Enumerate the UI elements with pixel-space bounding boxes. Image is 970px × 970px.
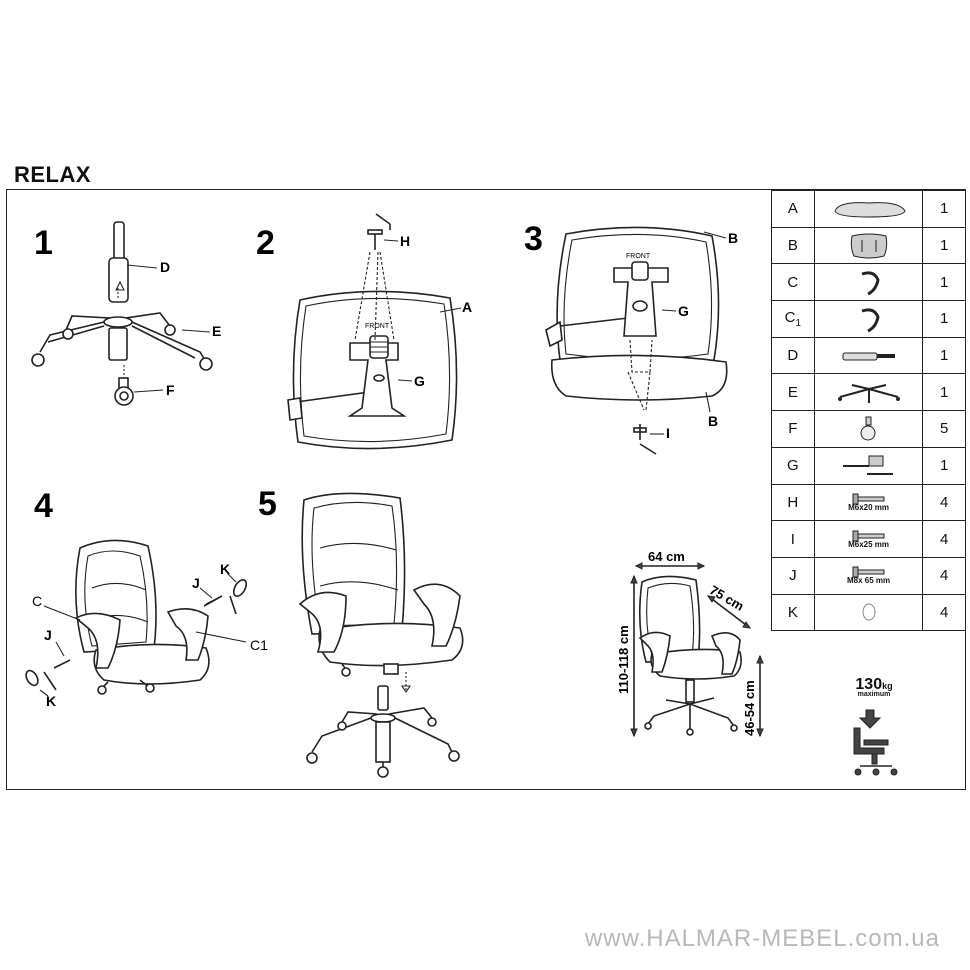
callout-d: D bbox=[160, 259, 170, 275]
part-quantity: 5 bbox=[922, 410, 966, 448]
dim-seat-height: 46-54 cm bbox=[742, 680, 757, 736]
callout-a: A bbox=[462, 299, 472, 315]
step-number-2: 2 bbox=[256, 224, 275, 262]
part-letter: H bbox=[771, 483, 815, 522]
callout-j-left: J bbox=[44, 627, 52, 643]
step-number-4: 4 bbox=[34, 487, 53, 525]
callout-f: F bbox=[166, 382, 175, 398]
caster-icon bbox=[813, 410, 924, 448]
part-spec: M8x 65 mm bbox=[846, 576, 891, 586]
step2-illustration: FRONT H A G bbox=[287, 213, 472, 450]
instruction-frame bbox=[6, 189, 966, 790]
dimensions-illustration: 64 cm 75 cm 110-118 cm 46-54 cm bbox=[616, 549, 764, 738]
cap-icon bbox=[813, 593, 924, 632]
part-quantity: 4 bbox=[922, 483, 966, 522]
backrest-icon bbox=[813, 226, 924, 265]
step-number-3: 3 bbox=[524, 220, 543, 258]
callout-k-right: K bbox=[220, 561, 230, 577]
callout-i: I bbox=[666, 425, 670, 441]
step5-illustration bbox=[298, 492, 464, 778]
step4-illustration: C J K J K C1 bbox=[25, 539, 268, 709]
bolt-icon: M6x25 mm bbox=[813, 520, 924, 558]
part-letter: J bbox=[771, 556, 815, 595]
part-quantity: 4 bbox=[922, 593, 966, 632]
armrest-icon bbox=[813, 263, 924, 302]
part-quantity: 1 bbox=[922, 300, 966, 338]
part-row-j: J M8x 65 mm 4 bbox=[771, 556, 966, 595]
dim-width: 64 cm bbox=[648, 549, 685, 564]
part-quantity: 4 bbox=[922, 520, 966, 558]
dim-height: 110-118 cm bbox=[616, 625, 631, 694]
part-row-c1: C1 1 bbox=[771, 300, 966, 338]
part-letter: C bbox=[771, 263, 815, 302]
callout-b: B bbox=[728, 230, 738, 246]
callout-j-right: J bbox=[192, 575, 200, 591]
armrest-icon bbox=[813, 300, 924, 338]
callout-e: E bbox=[212, 323, 221, 339]
callout-c1: C1 bbox=[250, 637, 268, 653]
part-letter: B bbox=[771, 226, 815, 265]
callout-g3: G bbox=[678, 303, 689, 319]
part-spec: M6x20 mm bbox=[848, 502, 889, 512]
callout-g: G bbox=[414, 373, 425, 389]
part-row-h: H M6x20 mm 4 bbox=[771, 483, 966, 522]
dim-depth: 75 cm bbox=[707, 582, 746, 613]
step1-illustration: D E F bbox=[31, 221, 221, 406]
callout-b2: B bbox=[708, 413, 718, 429]
step-number-1: 1 bbox=[34, 224, 53, 262]
step3-illustration: FRONT B G B I bbox=[545, 226, 738, 455]
step-number-5: 5 bbox=[258, 485, 277, 523]
callout-h: H bbox=[400, 233, 410, 249]
weight-capacity-icon bbox=[853, 709, 898, 776]
weight-value: 130 bbox=[855, 676, 883, 693]
gas-lift-icon bbox=[813, 336, 924, 375]
part-spec: M6x25 mm bbox=[848, 539, 889, 549]
seat-icon bbox=[813, 190, 924, 228]
product-title: RELAX bbox=[14, 162, 92, 187]
front-label-2: FRONT bbox=[365, 323, 390, 330]
part-quantity: 1 bbox=[922, 373, 966, 412]
part-letter: K bbox=[771, 593, 815, 632]
weight-capacity: 130kg maximum bbox=[842, 676, 906, 698]
front-label-3: FRONT bbox=[626, 253, 651, 260]
star-base-icon bbox=[813, 373, 924, 412]
part-quantity: 1 bbox=[922, 190, 966, 228]
part-quantity: 1 bbox=[922, 263, 966, 302]
part-letter: F bbox=[771, 410, 815, 448]
part-quantity: 4 bbox=[922, 556, 966, 595]
mechanism-icon bbox=[813, 446, 924, 485]
part-quantity: 1 bbox=[922, 226, 966, 265]
weight-unit: kg bbox=[882, 681, 893, 691]
bolt-icon: M8x 65 mm bbox=[813, 556, 924, 595]
bolt-icon: M6x20 mm bbox=[813, 483, 924, 522]
callout-k-left: K bbox=[46, 693, 56, 709]
part-quantity: 1 bbox=[922, 446, 966, 485]
part-letter: E bbox=[771, 373, 815, 412]
part-letter: I bbox=[771, 520, 815, 558]
part-letter: C1 bbox=[771, 300, 815, 338]
callout-c: C bbox=[32, 593, 42, 609]
part-row-i: I M6x25 mm 4 bbox=[771, 520, 966, 558]
weight-label: maximum bbox=[857, 691, 891, 698]
website-footer: www.HALMAR-MEBEL.com.ua bbox=[584, 925, 940, 952]
part-letter: A bbox=[771, 190, 815, 228]
part-quantity: 1 bbox=[922, 336, 966, 375]
part-letter: G bbox=[771, 446, 815, 485]
part-letter: D bbox=[771, 336, 815, 375]
